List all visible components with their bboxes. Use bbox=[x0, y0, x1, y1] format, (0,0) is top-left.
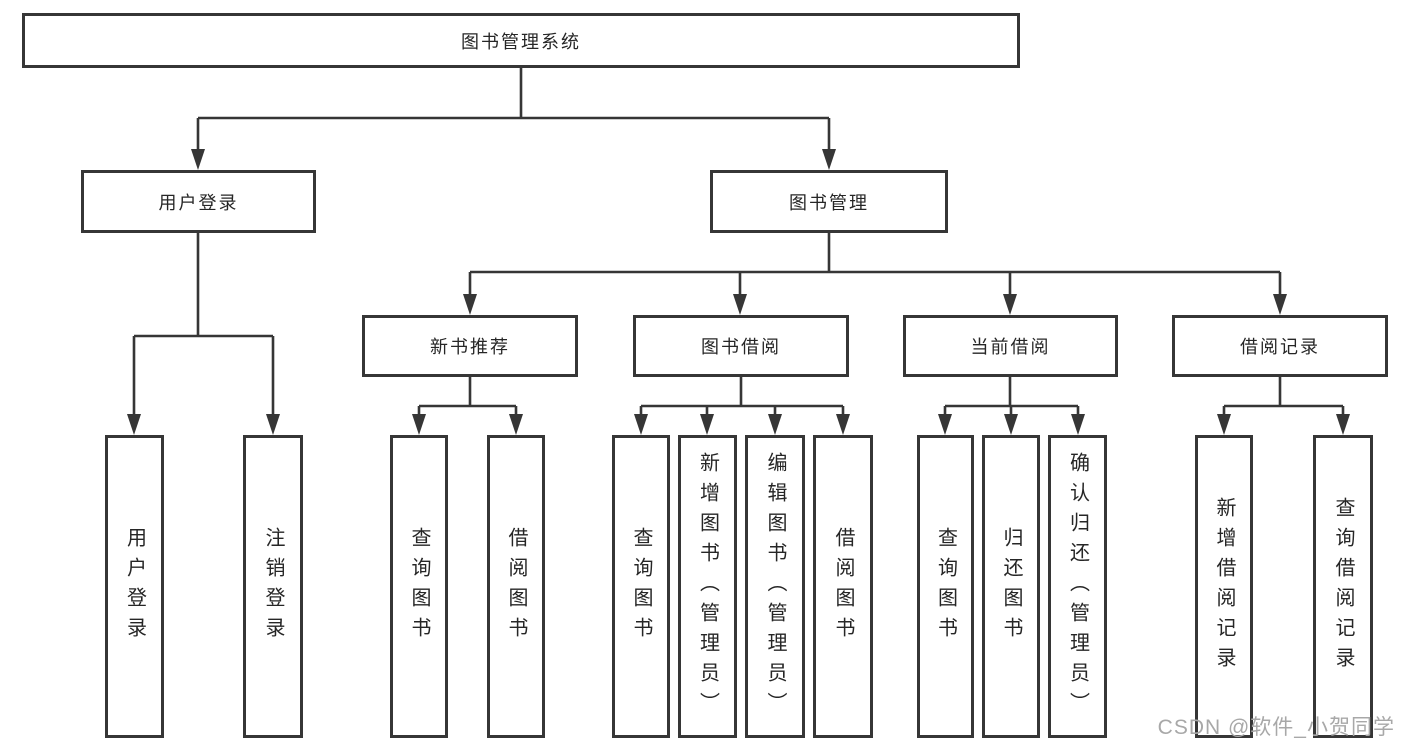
node-label: 新书推荐 bbox=[430, 337, 510, 357]
node-label: 借阅图书 bbox=[832, 526, 854, 647]
node-label: 新增图书（管理员） bbox=[696, 451, 719, 722]
leaf-query-books-rec: 查询图书 bbox=[390, 435, 448, 738]
node-label: 图书管理系统 bbox=[461, 31, 581, 52]
node-label: 查询图书 bbox=[408, 526, 430, 647]
node-label: 查询图书 bbox=[934, 526, 957, 647]
node-label: 注销登录 bbox=[262, 526, 284, 647]
leaf-query-books-borrow: 查询图书 bbox=[612, 435, 670, 738]
leaf-add-books-admin: 新增图书（管理员） bbox=[678, 435, 737, 738]
node-label: 查询图书 bbox=[630, 526, 652, 647]
node-label: 归还图书 bbox=[1000, 526, 1022, 647]
node-borrowing-records: 借阅记录 bbox=[1172, 315, 1388, 377]
node-label: 图书管理 bbox=[789, 192, 869, 213]
node-user-login: 用户登录 bbox=[81, 170, 316, 233]
node-label: 图书借阅 bbox=[701, 337, 781, 357]
leaf-return-books: 归还图书 bbox=[982, 435, 1040, 738]
node-label: 借阅图书 bbox=[505, 526, 527, 647]
node-new-book-recommendation: 新书推荐 bbox=[362, 315, 578, 377]
node-book-management: 图书管理 bbox=[710, 170, 948, 233]
node-label: 用户登录 bbox=[123, 526, 146, 647]
node-label: 借阅记录 bbox=[1240, 337, 1320, 357]
node-label: 当前借阅 bbox=[970, 337, 1051, 357]
node-label: 查询借阅记录 bbox=[1332, 496, 1354, 677]
node-label: 编辑图书（管理员） bbox=[764, 451, 786, 722]
node-label: 用户登录 bbox=[158, 192, 239, 213]
leaf-edit-books-admin: 编辑图书（管理员） bbox=[745, 435, 805, 738]
node-library-management-system: 图书管理系统 bbox=[22, 13, 1020, 68]
leaf-add-borrow-record: 新增借阅记录 bbox=[1195, 435, 1253, 738]
leaf-query-borrow-record: 查询借阅记录 bbox=[1313, 435, 1373, 738]
node-book-borrowing: 图书借阅 bbox=[633, 315, 849, 377]
leaf-logout: 注销登录 bbox=[243, 435, 303, 738]
leaf-confirm-return-admin: 确认归还（管理员） bbox=[1048, 435, 1107, 738]
leaf-query-books-current: 查询图书 bbox=[917, 435, 974, 738]
leaf-borrow-books-rec: 借阅图书 bbox=[487, 435, 545, 738]
leaf-borrow-books: 借阅图书 bbox=[813, 435, 873, 738]
node-label: 确认归还（管理员） bbox=[1066, 451, 1089, 722]
leaf-user-login: 用户登录 bbox=[105, 435, 164, 738]
csdn-watermark: CSDN @软件_小贺同学 bbox=[1157, 716, 1395, 739]
node-current-borrowing: 当前借阅 bbox=[903, 315, 1118, 377]
node-label: 新增借阅记录 bbox=[1213, 496, 1235, 677]
